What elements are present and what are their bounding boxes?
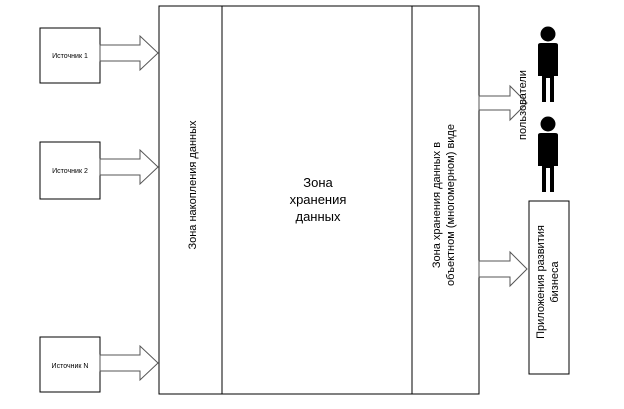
warehouse-outline xyxy=(158,5,480,395)
source-1-box xyxy=(39,27,101,84)
business-apps-line-1: Приложения развития xyxy=(535,225,547,339)
business-apps-box xyxy=(528,200,570,375)
source-2-arrow xyxy=(99,148,159,186)
source-n-box xyxy=(39,336,101,393)
object-storage-line-2: объектном (многомерном) виде xyxy=(445,124,457,286)
users-arrow xyxy=(478,84,528,122)
storage-zone-line-1: Зона xyxy=(303,175,333,190)
accumulation-zone-label: Зона накопления данных xyxy=(187,120,199,250)
user-icon-bottom xyxy=(538,116,558,192)
warehouse xyxy=(158,5,480,395)
storage-zone-line-2: хранения xyxy=(290,192,347,207)
source-n-label: Источник N xyxy=(52,363,89,370)
business-apps-line-2: бизнеса xyxy=(549,260,561,302)
storage-zone-line-3: данных xyxy=(295,209,341,224)
user-icon-top xyxy=(538,26,558,102)
source-2-box xyxy=(39,141,101,200)
source-n: Источник N xyxy=(39,336,101,393)
business-apps: Приложения развития бизнеса xyxy=(528,200,570,375)
source-1-label: Источник 1 xyxy=(52,53,88,60)
object-storage-zone-label: Зона хранения данных в объектном (многом… xyxy=(431,124,457,286)
users-label: пользователи xyxy=(517,70,529,140)
object-storage-line-1: Зона хранения данных в xyxy=(431,142,443,268)
source-n-arrow xyxy=(99,344,159,382)
apps-arrow xyxy=(478,250,528,288)
source-2-label: Источник 2 xyxy=(52,168,88,175)
source-1: Источник 1 xyxy=(39,27,101,84)
storage-zone-label: Зона хранения данных xyxy=(290,175,347,224)
source-2: Источник 2 xyxy=(39,141,101,200)
source-1-arrow xyxy=(99,34,159,72)
